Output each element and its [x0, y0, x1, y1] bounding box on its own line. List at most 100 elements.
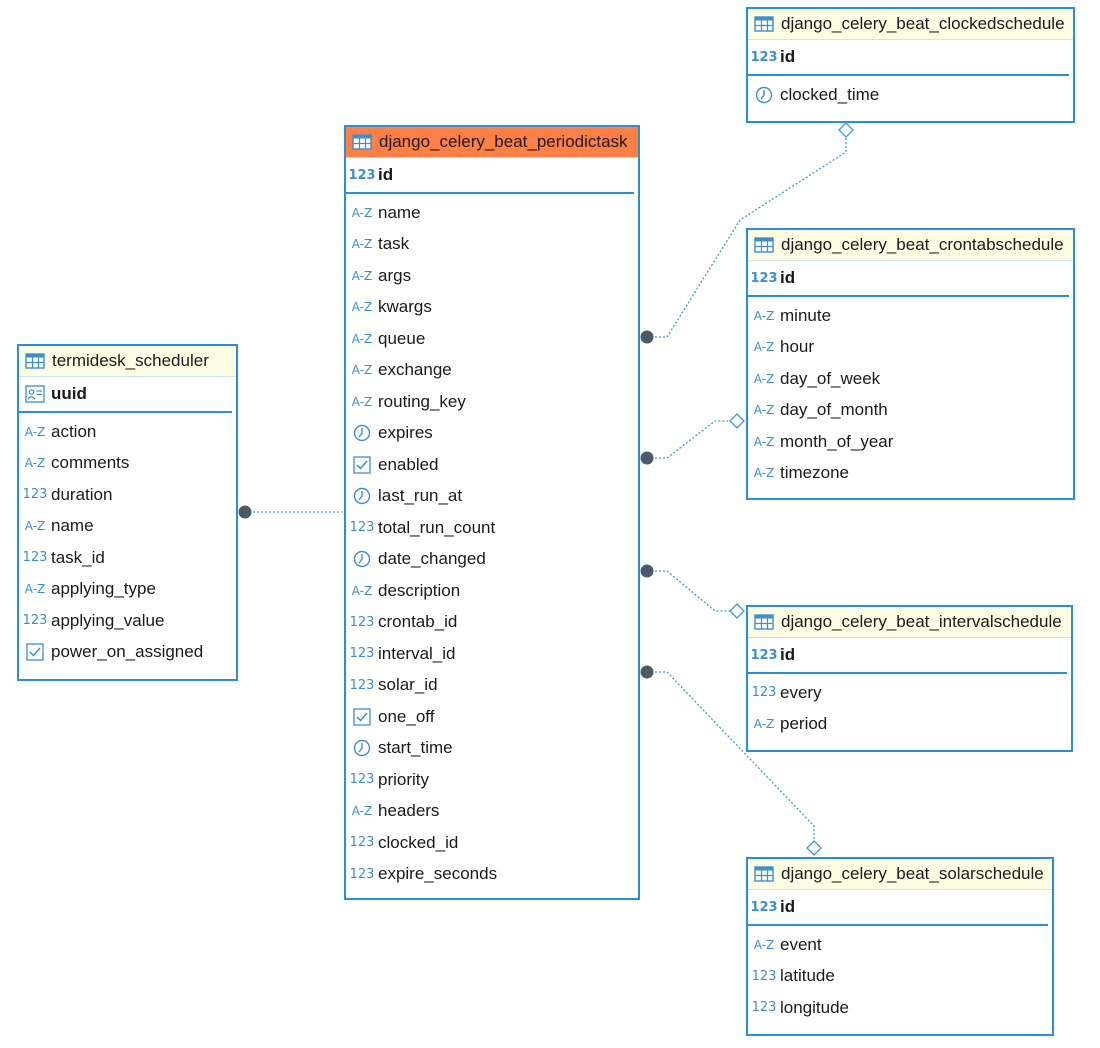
entity-header[interactable]: django_celery_beat_intervalschedule: [748, 607, 1071, 638]
number-type-icon: 123: [349, 646, 375, 662]
attribute-row[interactable]: A-Z args: [346, 260, 638, 292]
attribute-name: exchange: [378, 360, 452, 380]
relation-periodictask-clockedschedule-target-diamond: [838, 122, 854, 138]
attribute-name: latitude: [780, 966, 835, 986]
primary-key-name: id: [780, 897, 796, 916]
entity-header[interactable]: django_celery_beat_periodictask: [346, 127, 638, 158]
number-type-icon: 123: [349, 866, 375, 882]
attribute-row[interactable]: power_on_assigned: [19, 637, 236, 669]
attribute-row[interactable]: enabled: [346, 449, 638, 481]
entity-header[interactable]: django_celery_beat_clockedschedule: [748, 9, 1073, 40]
attribute-name: routing_key: [378, 391, 466, 411]
attribute-name: date_changed: [378, 549, 486, 569]
attribute-name: enabled: [378, 454, 439, 474]
number-type-icon: 123: [348, 167, 376, 183]
number-type-icon: 123: [751, 968, 777, 984]
number-type-icon: 123: [750, 270, 778, 286]
attribute-row[interactable]: one_off: [346, 701, 638, 733]
id-card-icon: [23, 385, 47, 403]
attribute-name: longitude: [780, 997, 850, 1017]
number-type-icon: 123: [22, 550, 48, 566]
number-type-icon: 123: [349, 677, 375, 693]
relation-periodictask-solarschedule-origin-dot: [640, 665, 654, 679]
text-type-icon: A-Z: [24, 424, 46, 439]
attribute-name: clocked_id: [378, 832, 459, 852]
primary-key-name: id: [780, 645, 796, 664]
relation-periodictask-intervalschedule-line: [647, 570, 730, 612]
primary-key-name: id: [378, 165, 394, 184]
table-icon: [25, 353, 45, 369]
attribute-row[interactable]: last_run_at: [346, 481, 638, 513]
relation-periodictask-intervalschedule-target-diamond: [729, 603, 745, 619]
text-type-icon: A-Z: [24, 582, 46, 597]
text-type-icon: A-Z: [351, 268, 373, 283]
attribute-name: minute: [780, 305, 832, 325]
entity-header[interactable]: django_celery_beat_crontabschedule: [748, 230, 1073, 261]
attribute-name: applying_value: [51, 610, 165, 630]
attribute-row[interactable]: date_changed: [346, 544, 638, 576]
text-type-icon: A-Z: [753, 434, 775, 449]
attribute-row[interactable]: expires: [346, 418, 638, 450]
checkbox-icon: [23, 643, 47, 661]
attribute-name: expire_seconds: [378, 864, 498, 884]
checkbox-icon: [350, 456, 374, 474]
attribute-name: solar_id: [378, 675, 438, 695]
attribute-row[interactable]: clocked_time: [748, 79, 1073, 111]
number-type-icon: 123: [751, 1000, 777, 1016]
attribute-row[interactable]: start_time: [346, 733, 638, 765]
entity-header[interactable]: django_celery_beat_solarschedule: [748, 859, 1052, 890]
attribute-name: args: [378, 265, 412, 285]
entity-name: django_celery_beat_periodictask: [379, 132, 628, 151]
entity-header[interactable]: termidesk_scheduler: [19, 346, 236, 377]
text-type-icon: A-Z: [24, 519, 46, 534]
primary-key-row[interactable]: uuid: [19, 377, 232, 413]
